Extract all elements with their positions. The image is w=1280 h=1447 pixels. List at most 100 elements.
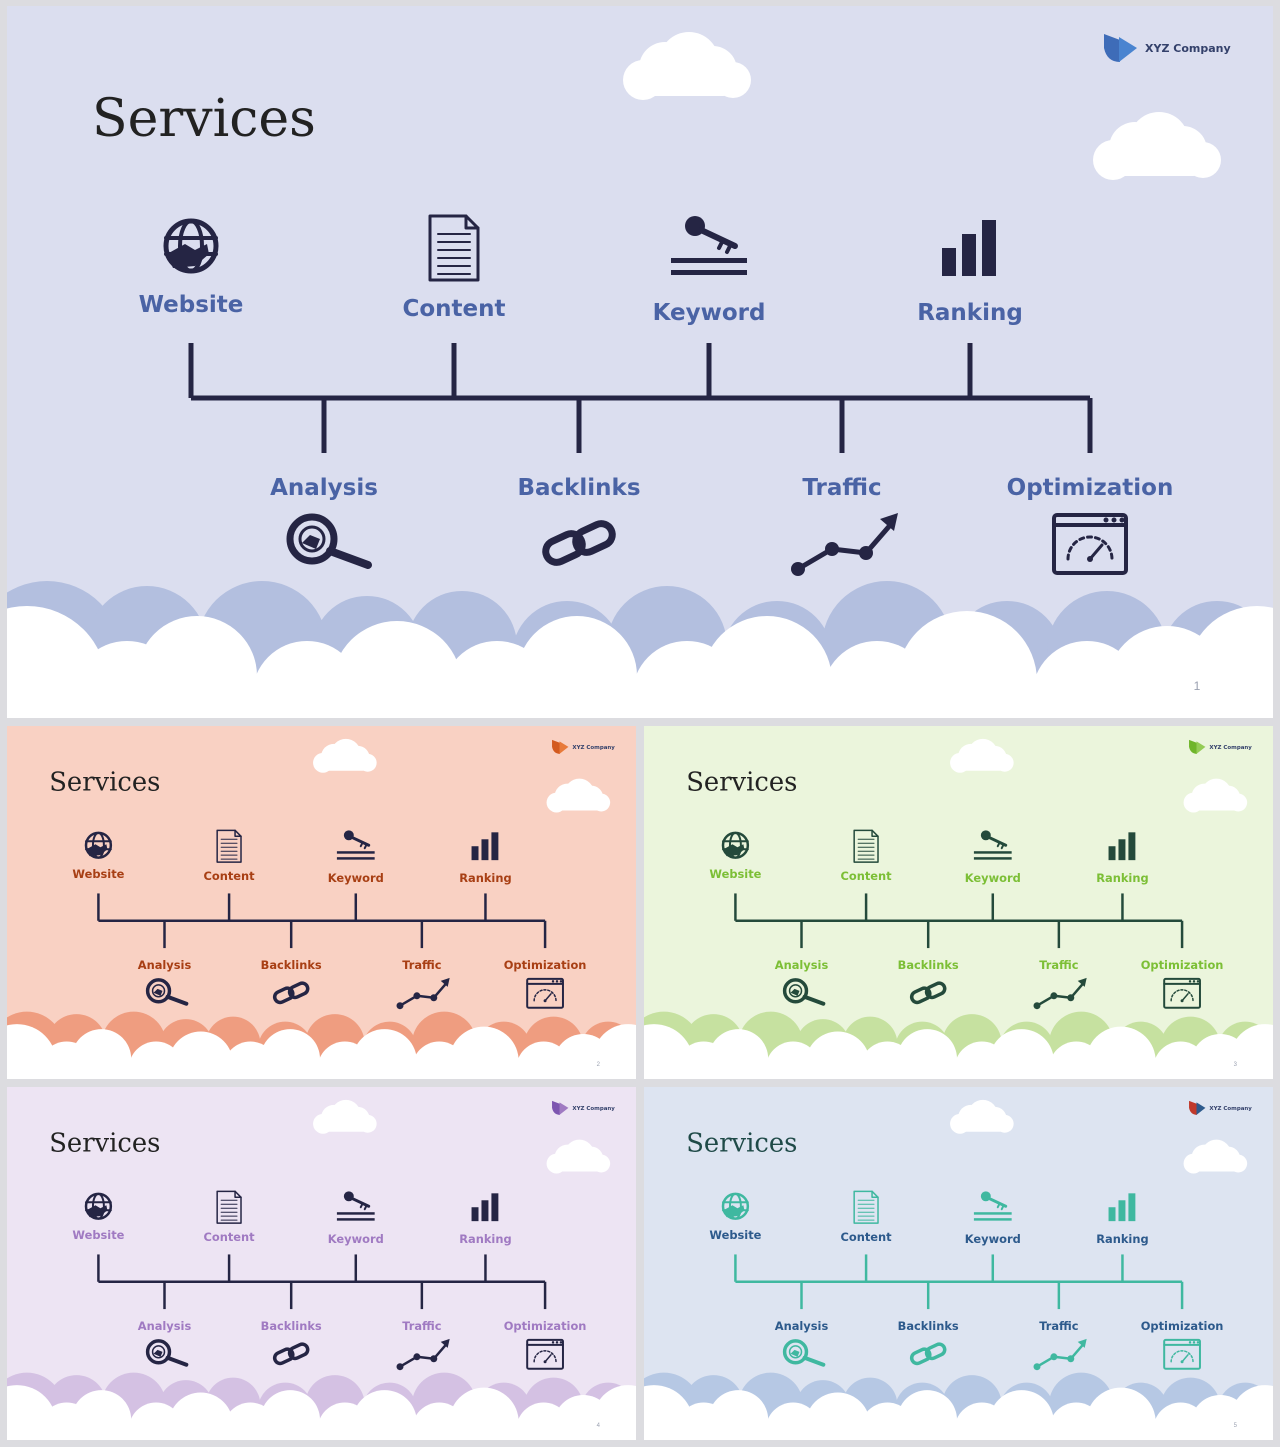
top-item-ranking: Ranking — [917, 220, 1023, 326]
bottom-item-analysis: Analysis — [270, 475, 378, 569]
magnifier-globe-icon — [782, 978, 826, 1006]
trend-up-icon — [1033, 977, 1087, 1010]
item-label: Traffic — [802, 475, 881, 501]
top-item-website: Website — [139, 218, 244, 318]
top-item-content: Content — [402, 214, 506, 322]
trend-up-icon — [1033, 1338, 1087, 1371]
item-label: Content — [402, 296, 505, 322]
item-label: Keyword — [328, 871, 384, 885]
sky-clouds — [950, 738, 1248, 813]
document-icon — [428, 214, 480, 282]
item-label: Analysis — [775, 1319, 829, 1333]
magnifier-globe-icon — [782, 1339, 826, 1367]
dashboard-window-icon — [1163, 977, 1201, 1009]
item-label: Traffic — [1039, 1319, 1078, 1333]
timeline — [188, 343, 1093, 453]
item-label: Keyword — [965, 871, 1021, 885]
company-logo: XYZ Company — [1189, 739, 1252, 754]
bottom-item-backlinks: Backlinks — [898, 958, 959, 1005]
top-item-ranking: Ranking — [459, 1193, 512, 1246]
trend-up-icon — [396, 977, 450, 1010]
company-logo: XYZ Company — [552, 1100, 615, 1115]
chain-link-icon — [272, 981, 310, 1005]
key-icon — [671, 216, 747, 275]
item-label: Ranking — [459, 1232, 511, 1246]
item-label: Content — [841, 869, 893, 883]
page-title: Services — [92, 89, 316, 149]
top-item-keyword: Keyword — [328, 830, 384, 885]
bottom-item-optimization: Optimization — [1141, 1319, 1223, 1370]
bottom-item-optimization: Optimization — [1141, 958, 1223, 1009]
timeline — [97, 1254, 547, 1310]
page-number: 3 — [1234, 1062, 1238, 1068]
bottom-item-traffic: Traffic — [1033, 958, 1087, 1010]
item-label: Keyword — [328, 1232, 384, 1246]
top-item-keyword: Keyword — [653, 216, 765, 326]
chain-link-icon — [542, 520, 616, 566]
dashboard-window-icon — [526, 1338, 564, 1370]
sky-clouds — [623, 32, 1221, 180]
page-number: 4 — [597, 1423, 601, 1429]
cloud-bank — [7, 581, 1273, 718]
chain-link-icon — [272, 1342, 310, 1366]
company-logo: XYZ Company — [552, 739, 615, 754]
bar-chart-icon — [471, 1193, 499, 1222]
page-number: 2 — [597, 1062, 601, 1068]
bottom-item-backlinks: Backlinks — [261, 1319, 322, 1366]
company-name: XYZ Company — [1145, 42, 1231, 55]
item-label: Optimization — [504, 958, 587, 972]
company-logo: XYZ Company — [1104, 34, 1231, 62]
sky-clouds — [313, 1099, 611, 1174]
item-label: Optimization — [504, 1319, 587, 1333]
chain-link-icon — [909, 1342, 947, 1366]
magnifier-globe-icon — [145, 1339, 189, 1367]
cloud-bank — [644, 1011, 1273, 1079]
top-item-ranking: Ranking — [459, 832, 512, 885]
document-icon — [853, 829, 879, 863]
item-label: Website — [709, 867, 761, 881]
globe-hand-icon — [84, 831, 113, 859]
item-label: Backlinks — [517, 475, 640, 501]
chain-link-icon — [909, 981, 947, 1005]
timeline — [97, 893, 547, 949]
globe-hand-icon — [721, 1192, 750, 1220]
globe-hand-icon — [721, 831, 750, 859]
page-number: 5 — [1234, 1423, 1238, 1429]
top-item-ranking: Ranking — [1096, 1193, 1149, 1246]
document-icon — [216, 829, 242, 863]
item-label: Content — [204, 1230, 256, 1244]
top-item-website: Website — [709, 1192, 762, 1242]
magnifier-globe-icon — [286, 513, 372, 569]
trend-up-icon — [791, 513, 898, 576]
bottom-item-analysis: Analysis — [775, 958, 828, 1006]
document-icon — [853, 1190, 879, 1224]
bar-chart-icon — [471, 832, 499, 861]
item-label: Ranking — [459, 871, 511, 885]
key-icon — [973, 830, 1012, 860]
bottom-item-analysis: Analysis — [138, 1319, 191, 1367]
dashboard-window-icon — [1163, 1338, 1201, 1370]
bottom-item-backlinks: Backlinks — [517, 475, 641, 566]
key-icon — [973, 1191, 1012, 1221]
bar-chart-icon — [1108, 1193, 1136, 1222]
item-label: Website — [72, 1228, 124, 1242]
item-label: Website — [72, 867, 124, 881]
bottom-item-analysis: Analysis — [775, 1319, 829, 1367]
bottom-item-optimization: Optimization — [1007, 475, 1173, 575]
item-label: Website — [139, 292, 244, 318]
magnifier-globe-icon — [145, 978, 189, 1006]
item-label: Traffic — [402, 1319, 441, 1333]
timeline — [734, 1254, 1184, 1310]
sky-clouds — [313, 738, 611, 813]
item-label: Traffic — [402, 958, 441, 972]
bottom-item-optimization: Optimization — [504, 958, 587, 1009]
page-number: 1 — [1194, 679, 1201, 693]
